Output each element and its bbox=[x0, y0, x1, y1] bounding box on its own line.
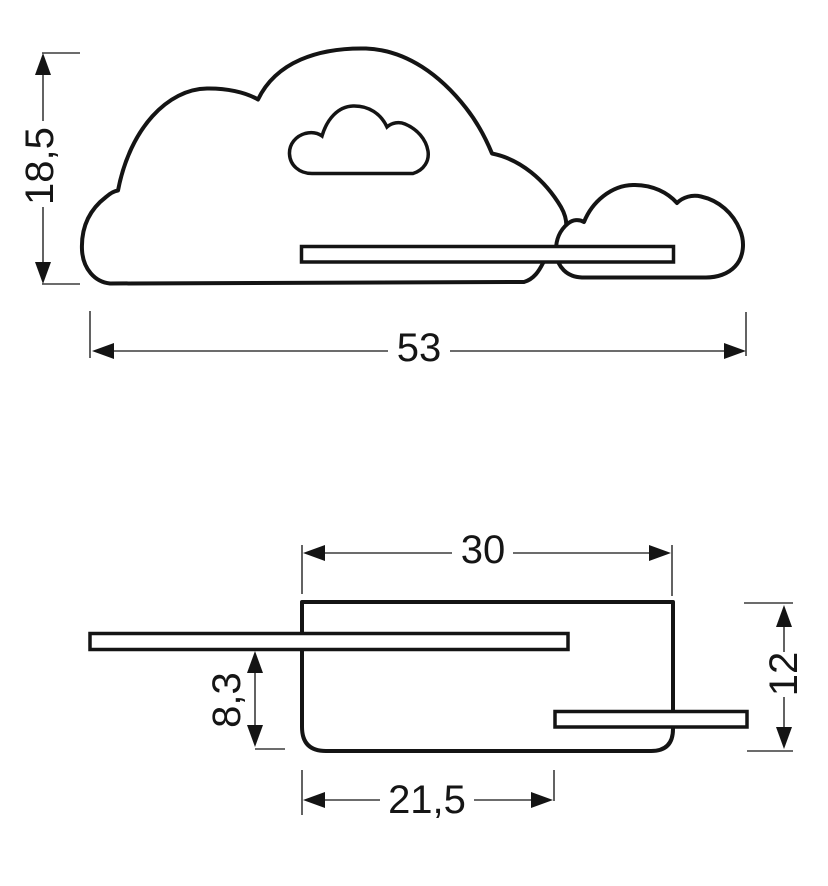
dimension-side-height: 12 bbox=[744, 602, 806, 752]
dimension-label-side-height: 12 bbox=[762, 652, 806, 697]
arrow-up-icon bbox=[776, 605, 792, 627]
cloud-cutout-outline bbox=[287, 104, 430, 176]
arrow-left-icon bbox=[92, 343, 114, 359]
dimension-side-inner-height: 8,3 bbox=[205, 651, 285, 750]
arrow-up-icon bbox=[247, 651, 263, 673]
arrow-down-icon bbox=[35, 262, 51, 284]
arrow-left-icon bbox=[303, 792, 325, 808]
dimension-label-front-width: 53 bbox=[397, 326, 442, 370]
front-view bbox=[79, 46, 745, 286]
arrow-right-icon bbox=[649, 545, 671, 561]
arrow-right-icon bbox=[531, 792, 553, 808]
dimension-side-bottom-width: 21,5 bbox=[301, 770, 555, 822]
dimension-side-top-width: 30 bbox=[301, 528, 673, 596]
side-wall-plate-bar bbox=[88, 631, 570, 652]
front-shelf-bar bbox=[299, 244, 676, 264]
arrow-left-icon bbox=[303, 545, 325, 561]
arrow-right-icon bbox=[724, 343, 746, 359]
dimension-label-front-height: 18,5 bbox=[18, 127, 62, 205]
arrow-down-icon bbox=[776, 727, 792, 749]
dimension-label-side-bottom-width: 21,5 bbox=[388, 778, 466, 822]
dimension-label-side-top-width: 30 bbox=[461, 528, 506, 572]
arrow-up-icon bbox=[35, 53, 51, 75]
side-lower-shelf-bar bbox=[553, 709, 749, 729]
dimension-front-width: 53 bbox=[89, 311, 747, 370]
dimensions: 18,5 53 30 bbox=[18, 52, 806, 822]
dimension-front-height: 18,5 bbox=[18, 52, 80, 285]
arrow-down-icon bbox=[247, 725, 263, 747]
side-view bbox=[88, 600, 749, 753]
dimension-label-side-inner-height: 8,3 bbox=[205, 672, 249, 728]
